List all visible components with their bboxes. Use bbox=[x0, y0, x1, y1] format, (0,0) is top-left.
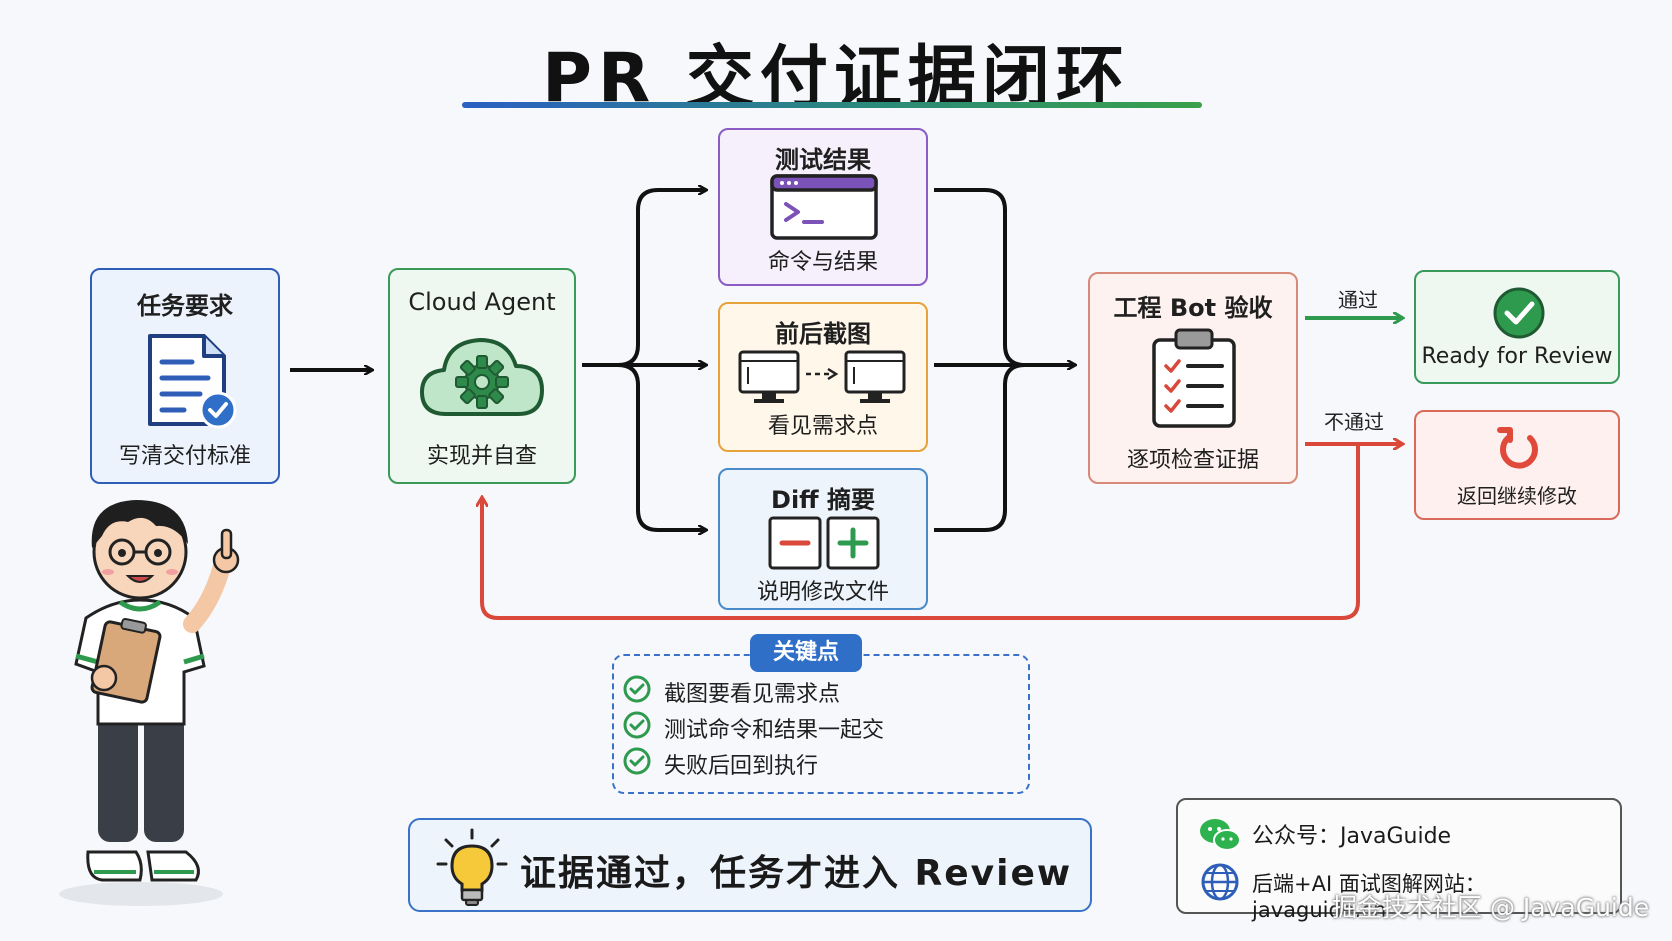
check-circle-icon bbox=[623, 711, 651, 739]
title-underline bbox=[462, 102, 1202, 108]
key-point-text: 失败后回到执行 bbox=[664, 754, 819, 779]
globe-icon bbox=[1201, 863, 1239, 901]
diff-card-title: Diff 摘要 bbox=[771, 486, 875, 514]
diff-summary-card: Diff 摘要 说明修改文件 bbox=[718, 468, 928, 610]
pass-label: 通过 bbox=[1338, 288, 1378, 312]
task-card-caption: 写清交付标准 bbox=[118, 444, 251, 469]
bot-acceptance-card: 工程 Bot 验收 逐项检查证据 bbox=[1088, 272, 1298, 484]
ready-card-caption: Ready for Review bbox=[1421, 344, 1613, 369]
watermark: 掘金技术社区 @ JavaGuide bbox=[1332, 893, 1650, 922]
screenshots-card: 前后截图 看见需求点 bbox=[718, 302, 928, 452]
document-check-icon bbox=[148, 334, 237, 429]
key-point-text: 截图要看见需求点 bbox=[664, 682, 841, 707]
diff-plus-minus-icon bbox=[768, 516, 880, 570]
agent-card-title: Cloud Agent bbox=[408, 288, 556, 316]
check-circle-icon bbox=[623, 747, 651, 775]
bot-card-caption: 逐项检查证据 bbox=[1126, 448, 1259, 473]
ready-for-review-card: Ready for Review bbox=[1414, 270, 1620, 384]
shots-card-caption: 看见需求点 bbox=[767, 414, 878, 439]
key-point-item: 失败后回到执行 bbox=[623, 747, 819, 780]
check-circle-icon bbox=[1493, 287, 1545, 339]
arrow-agent-split bbox=[582, 190, 706, 367]
test-card-caption: 命令与结果 bbox=[767, 250, 878, 275]
clipboard-checklist-icon bbox=[1152, 328, 1236, 428]
website-link[interactable]: 后端+AI 面试图解网站：javaguide.cn bbox=[1252, 872, 1486, 922]
wechat-icon bbox=[1200, 819, 1241, 851]
test-results-card: 测试结果 命令与结果 bbox=[718, 128, 928, 286]
key-points-box: 截图要看见需求点 测试命令和结果一起交 失败后回到执行 bbox=[612, 654, 1030, 794]
wechat-account: 公众号：JavaGuide bbox=[1252, 824, 1452, 849]
conclusion-banner: 证据通过，任务才进入 Review bbox=[408, 818, 1092, 912]
task-requirements-card: 任务要求 写清交付标准 bbox=[90, 268, 280, 484]
cloud-agent-card: Cloud Agent 实现并自查 bbox=[388, 268, 576, 484]
task-card-title: 任务要求 bbox=[137, 292, 233, 320]
lightbulb-icon bbox=[436, 828, 508, 906]
bot-card-title: 工程 Bot 验收 bbox=[1113, 294, 1273, 322]
key-point-item: 测试命令和结果一起交 bbox=[623, 711, 885, 744]
key-point-text: 测试命令和结果一起交 bbox=[664, 718, 885, 743]
shots-card-title: 前后截图 bbox=[775, 320, 871, 348]
agent-card-caption: 实现并自查 bbox=[426, 444, 537, 469]
banner-text: 证据通过，任务才进入 Review bbox=[520, 853, 1073, 894]
key-point-item: 截图要看见需求点 bbox=[623, 675, 841, 708]
check-circle-icon bbox=[623, 675, 651, 703]
cartoon-developer-illustration bbox=[59, 500, 240, 906]
fail-label: 不通过 bbox=[1324, 410, 1384, 434]
return-to-fix-card: 返回继续修改 bbox=[1414, 410, 1620, 520]
arrow-loop-back bbox=[482, 444, 1360, 620]
test-card-title: 测试结果 bbox=[775, 146, 871, 174]
return-card-caption: 返回继续修改 bbox=[1457, 484, 1577, 508]
arrow-merge-to-bot bbox=[934, 188, 1026, 367]
diff-card-caption: 说明修改文件 bbox=[756, 580, 889, 605]
redo-arrow-icon bbox=[1497, 427, 1538, 469]
terminal-icon bbox=[770, 174, 878, 240]
before-after-screens-icon bbox=[738, 350, 906, 403]
key-points-title: 关键点 bbox=[750, 634, 862, 672]
cloud-gear-icon bbox=[420, 338, 544, 416]
footer-info-box: 公众号：JavaGuide 后端+AI 面试图解网站：javaguide.cn bbox=[1176, 798, 1622, 922]
